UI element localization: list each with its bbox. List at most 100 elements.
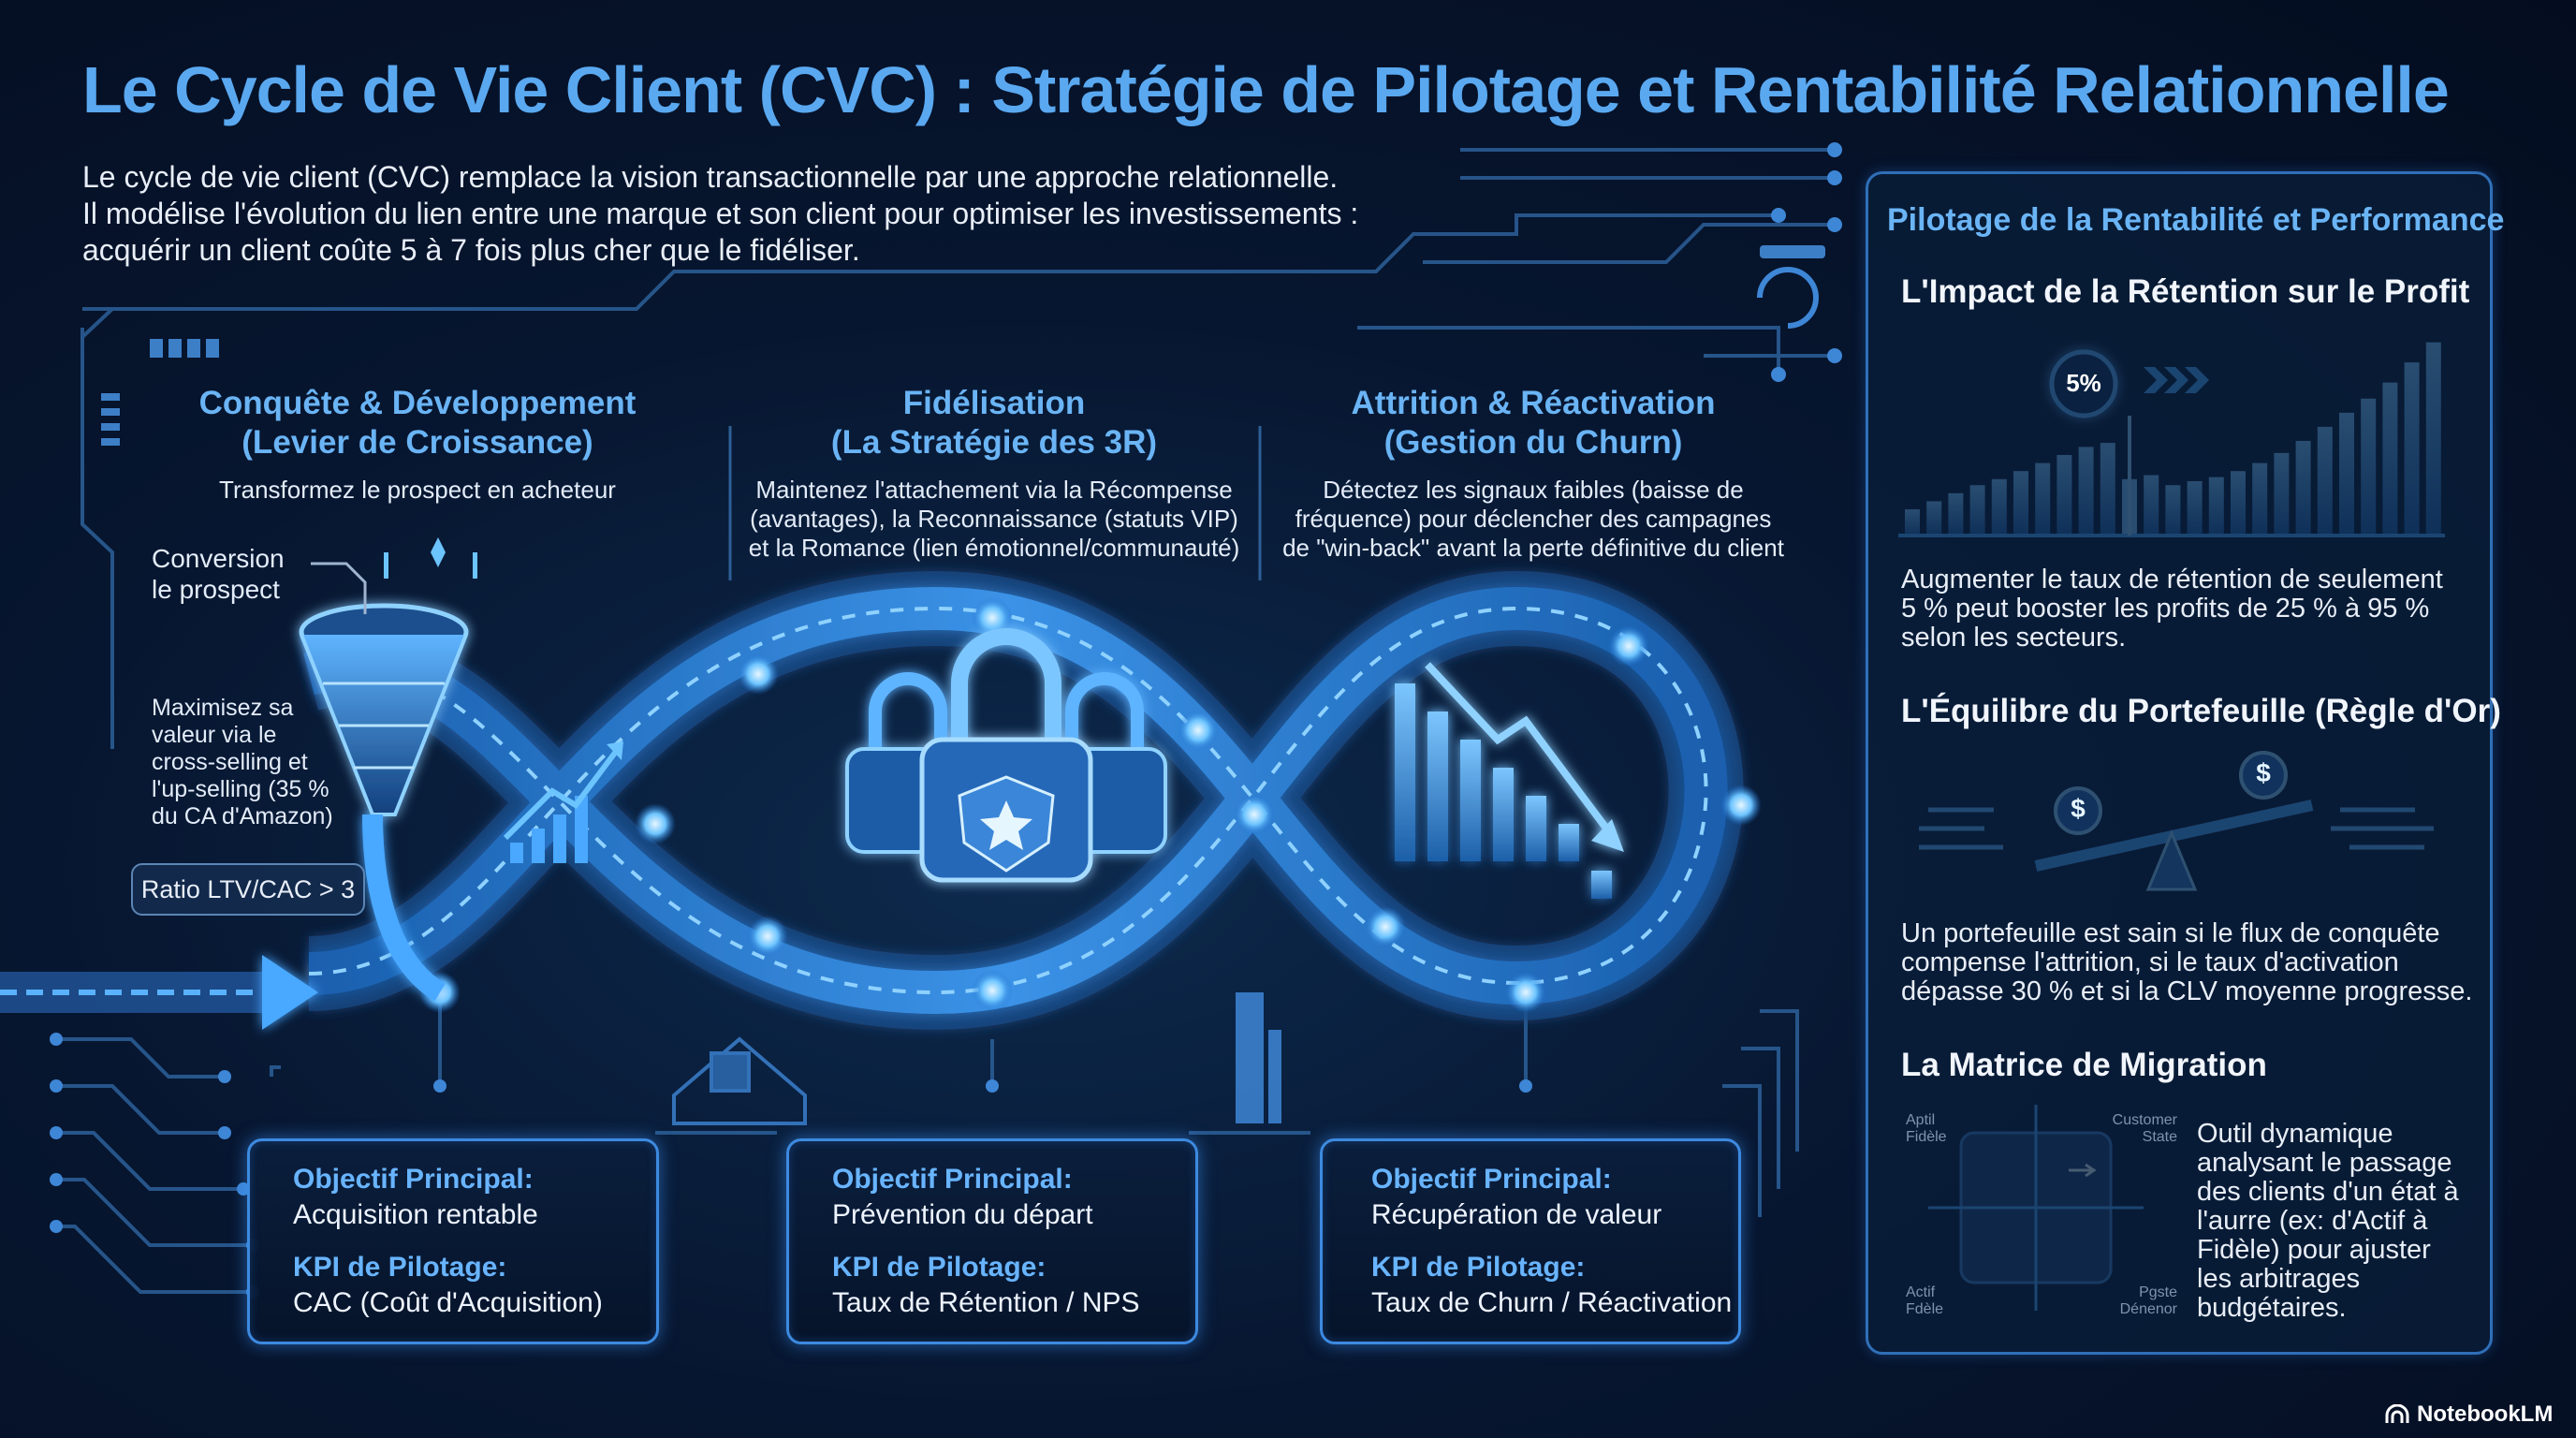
funnel-icon xyxy=(299,603,469,1002)
panel-text-line: Un portefeuille est sain si le flux de c… xyxy=(1901,918,2440,948)
coin-right-symbol: $ xyxy=(2256,758,2271,787)
matrix-text: Outil dynamique analysant le passage des… xyxy=(2197,1120,2459,1323)
stage-title-line: (Levier de Croissance) xyxy=(242,424,593,461)
objective-value: Acquisition rentable xyxy=(293,1199,538,1230)
funnel-drops-icon xyxy=(384,537,477,579)
inflow-arrow-icon xyxy=(0,955,318,1030)
performance-panel xyxy=(1866,171,2493,1355)
loop-nodes xyxy=(419,597,1762,1013)
objective-value: Récupération de valeur xyxy=(1371,1199,1662,1230)
stage-desc-line: Détectez les signaux faibles (baisse de xyxy=(1323,476,1744,504)
panel-text-line: selon les secteurs. xyxy=(1901,623,2127,653)
intro-line: acquérir un client coûte 5 à 7 fois plus… xyxy=(82,233,860,267)
objective-card-conquest: Objectif Principal: Acquisition rentable… xyxy=(247,1138,659,1344)
notebooklm-logo: NotebookLM xyxy=(2385,1401,2553,1428)
circuit-blocks xyxy=(101,245,1825,446)
stage-churn-desc: Détectez les signaux faibles (baisse de … xyxy=(1271,476,1795,563)
stage-loyalty-desc: Maintenez l'attachement via la Récompens… xyxy=(732,476,1256,563)
matrix-corner-bl: Actif Fdèle xyxy=(1906,1284,1943,1318)
panel-text-line: l'aurre (ex: d'Actif à xyxy=(2197,1206,2428,1236)
stage-desc-line: Transformez le prospect en acheteur xyxy=(219,476,616,504)
objective-value: Prévention du départ xyxy=(832,1199,1093,1230)
coin-left-symbol: $ xyxy=(2071,794,2086,823)
growth-chart-icon xyxy=(503,741,623,863)
note-line: cross-selling et xyxy=(152,749,308,775)
server-icon xyxy=(1236,992,1281,1123)
circuit-lines xyxy=(56,148,1835,1294)
matrix-corner-tr: Customer State xyxy=(2097,1112,2177,1146)
brand-name: NotebookLM xyxy=(2417,1401,2554,1427)
note-line: du CA d'Amazon) xyxy=(152,803,333,829)
panel-text-line: les arbitrages xyxy=(2197,1264,2361,1294)
portfolio-heading: L'Équilibre du Portefeuille (Règle d'Or) xyxy=(1901,693,2501,729)
stage-desc-line: (avantages), la Reconnaissance (statuts … xyxy=(750,505,1238,533)
matrix-corner-line: Fdèle xyxy=(1906,1301,1944,1317)
panel-title: Pilotage de la Rentabilité et Performanc… xyxy=(1887,202,2505,238)
retention-text: Augmenter le taux de rétention de seulem… xyxy=(1901,565,2443,653)
retention-badge-label: 5% xyxy=(2066,369,2101,397)
panel-text-line: analysant le passage xyxy=(2197,1148,2452,1178)
panel-text-line: Outil dynamique xyxy=(2197,1119,2393,1149)
stage-desc-line: de "win-back" avant la perte définitive … xyxy=(1282,534,1784,562)
panel-text-line: Augmenter le taux de rétention de seulem… xyxy=(1901,565,2443,594)
objective-card-churn: Objectif Principal: Récupération de vale… xyxy=(1320,1138,1741,1344)
intro-text: Le cycle de vie client (CVC) remplace la… xyxy=(82,159,1440,269)
stage-title-line: Conquête & Développement xyxy=(198,385,637,421)
panel-text-line: des clients d'un état à xyxy=(2197,1177,2459,1207)
declining-chart-icon xyxy=(1395,662,1624,899)
note-line: le prospect xyxy=(152,575,280,604)
note-line: Conversion xyxy=(152,544,285,573)
objective-label: Objectif Principal: xyxy=(832,1164,1073,1195)
stage-conquest-title: Conquête & Développement (Levier de Croi… xyxy=(183,384,651,462)
objective-card-loyalty: Objectif Principal: Prévention du départ… xyxy=(786,1138,1198,1344)
padlocks-icon xyxy=(845,628,1167,883)
matrix-corner-line: Customer xyxy=(2112,1112,2177,1128)
house-icon xyxy=(672,1036,807,1125)
panel-text-line: budgétaires. xyxy=(2197,1293,2347,1323)
kpi-label: KPI de Pilotage: xyxy=(293,1252,507,1283)
retention-heading: L'Impact de la Rétention sur le Profit xyxy=(1901,273,2470,310)
matrix-corner-line: Dénenor xyxy=(2119,1301,2177,1317)
note-line: Maximisez sa xyxy=(152,695,294,721)
matrix-corner-line: Aptil xyxy=(1906,1112,1936,1128)
matrix-corner-tl: Aptil Fidèle xyxy=(1906,1112,1947,1146)
objective-label: Objectif Principal: xyxy=(293,1164,534,1195)
portfolio-text: Un portefeuille est sain si le flux de c… xyxy=(1901,919,2472,1006)
panel-text-line: Fidèle) pour ajuster xyxy=(2197,1235,2431,1265)
ratio-ltv-cac-badge: Ratio LTV/CAC > 3 xyxy=(131,863,365,916)
conversion-connector xyxy=(311,562,367,614)
objective-label: Objectif Principal: xyxy=(1371,1164,1612,1195)
infinity-loop xyxy=(299,570,1744,1031)
matrix-heading: La Matrice de Migration xyxy=(1901,1047,2267,1083)
panel-text-line: 5 % peut booster les profits de 25 % à 9… xyxy=(1901,594,2430,624)
matrix-corner-line: Actif xyxy=(1906,1284,1936,1300)
matrix-corner-line: State xyxy=(2142,1129,2177,1145)
kpi-label: KPI de Pilotage: xyxy=(1371,1252,1586,1283)
note-line: valeur via le xyxy=(152,722,277,748)
panel-text-line: dépasse 30 % et si la CLV moyenne progre… xyxy=(1901,976,2473,1006)
stage-title-line: Attrition & Réactivation xyxy=(1351,385,1716,421)
kpi-value: CAC (Coût d'Acquisition) xyxy=(293,1287,603,1318)
stage-conquest-desc: Transformez le prospect en acheteur xyxy=(165,476,670,505)
stage-loyalty-title: Fidélisation (La Stratégie des 3R) xyxy=(760,384,1228,462)
page-title: Le Cycle de Vie Client (CVC) : Stratégie… xyxy=(82,53,2450,126)
stage-desc-line: et la Romance (lien émotionnel/communaut… xyxy=(748,534,1240,562)
kpi-value: Taux de Rétention / NPS xyxy=(832,1287,1140,1318)
conversion-note: Conversion le prospect xyxy=(152,543,285,605)
note-line: l'up-selling (35 % xyxy=(152,776,329,802)
panel-text-line: compense l'attrition, si le taux d'activ… xyxy=(1901,947,2399,977)
kpi-value: Taux de Churn / Réactivation xyxy=(1371,1287,1733,1318)
intro-line: Il modélise l'évolution du lien entre un… xyxy=(82,197,1359,230)
intro-line: Le cycle de vie client (CVC) remplace la… xyxy=(82,160,1339,194)
matrix-corner-line: Pgste xyxy=(2139,1284,2177,1300)
matrix-corner-line: Fidèle xyxy=(1906,1129,1947,1145)
kpi-label: KPI de Pilotage: xyxy=(832,1252,1046,1283)
stage-title-line: (Gestion du Churn) xyxy=(1383,424,1683,461)
stage-churn-title: Attrition & Réactivation (Gestion du Chu… xyxy=(1299,384,1767,462)
stage-desc-line: Maintenez l'attachement via la Récompens… xyxy=(755,476,1233,504)
stage-desc-line: fréquence) pour déclencher des campagnes xyxy=(1295,505,1772,533)
stage-title-line: Fidélisation xyxy=(902,385,1086,421)
notebooklm-logo-icon xyxy=(2385,1404,2409,1423)
stage-title-line: (La Stratégie des 3R) xyxy=(830,424,1158,461)
matrix-corner-br: Pgste Dénenor xyxy=(2097,1284,2177,1318)
